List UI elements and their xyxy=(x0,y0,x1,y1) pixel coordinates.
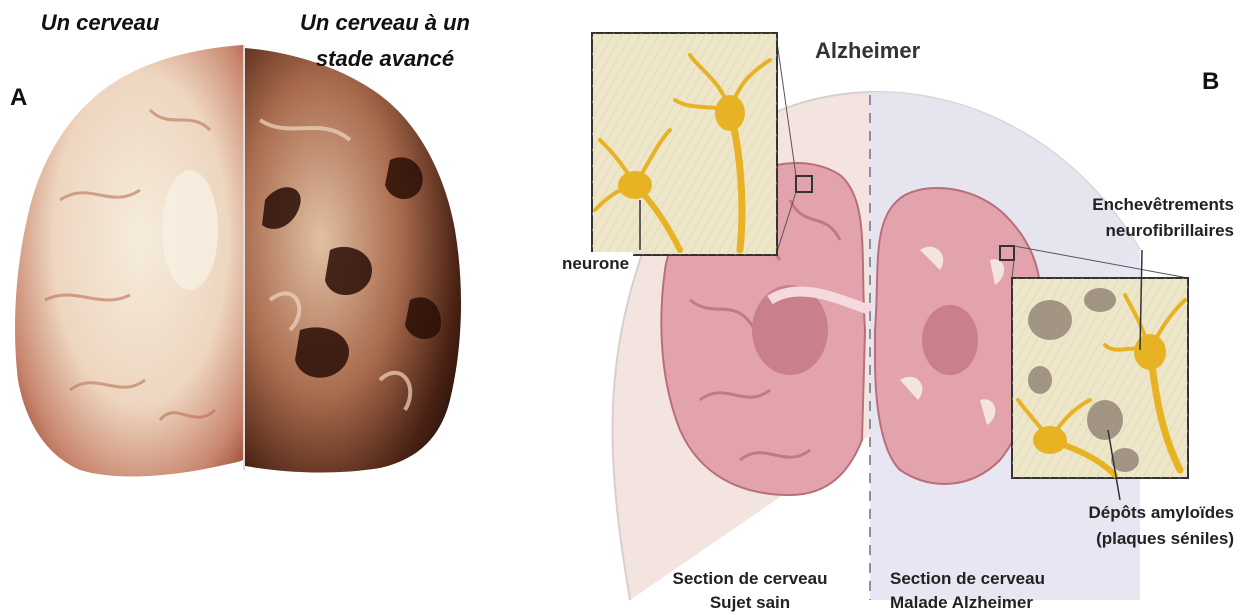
label-advanced-brain-line1: Un cerveau à un xyxy=(280,8,490,38)
label-advanced-brain-line2: stade avancé xyxy=(280,44,490,74)
panel-b: Alzheimer B neurone Enchevêtrements neur… xyxy=(540,0,1248,615)
label-deposits-line1: Dépôts amyloïdes xyxy=(1010,501,1234,525)
diagram-title: Alzheimer xyxy=(815,38,920,64)
label-deposits-line2: (plaques séniles) xyxy=(1010,527,1234,551)
panel-letter-a: A xyxy=(10,84,27,112)
caption-healthy-line1: Section de cerveau xyxy=(640,567,860,591)
brain-photo-illustration xyxy=(0,0,540,615)
panel-letter-b: B xyxy=(1202,68,1219,96)
panel-a: Un cerveau Un cerveau à un stade avancé … xyxy=(0,0,540,615)
caption-healthy-line2: Sujet sain xyxy=(640,591,860,615)
caption-alzheimer-line2: Malade Alzheimer xyxy=(890,591,1090,615)
label-tangles-line1: Enchevêtrements xyxy=(1020,193,1234,217)
caption-alzheimer-line1: Section de cerveau xyxy=(890,567,1090,591)
neuron-inset xyxy=(592,33,777,255)
label-tangles-line2: neurofibrillaires xyxy=(1020,219,1234,243)
diseased-neuron-inset xyxy=(1012,278,1188,478)
label-healthy-brain: Un cerveau xyxy=(20,8,180,38)
label-neurone: neurone xyxy=(558,252,633,276)
